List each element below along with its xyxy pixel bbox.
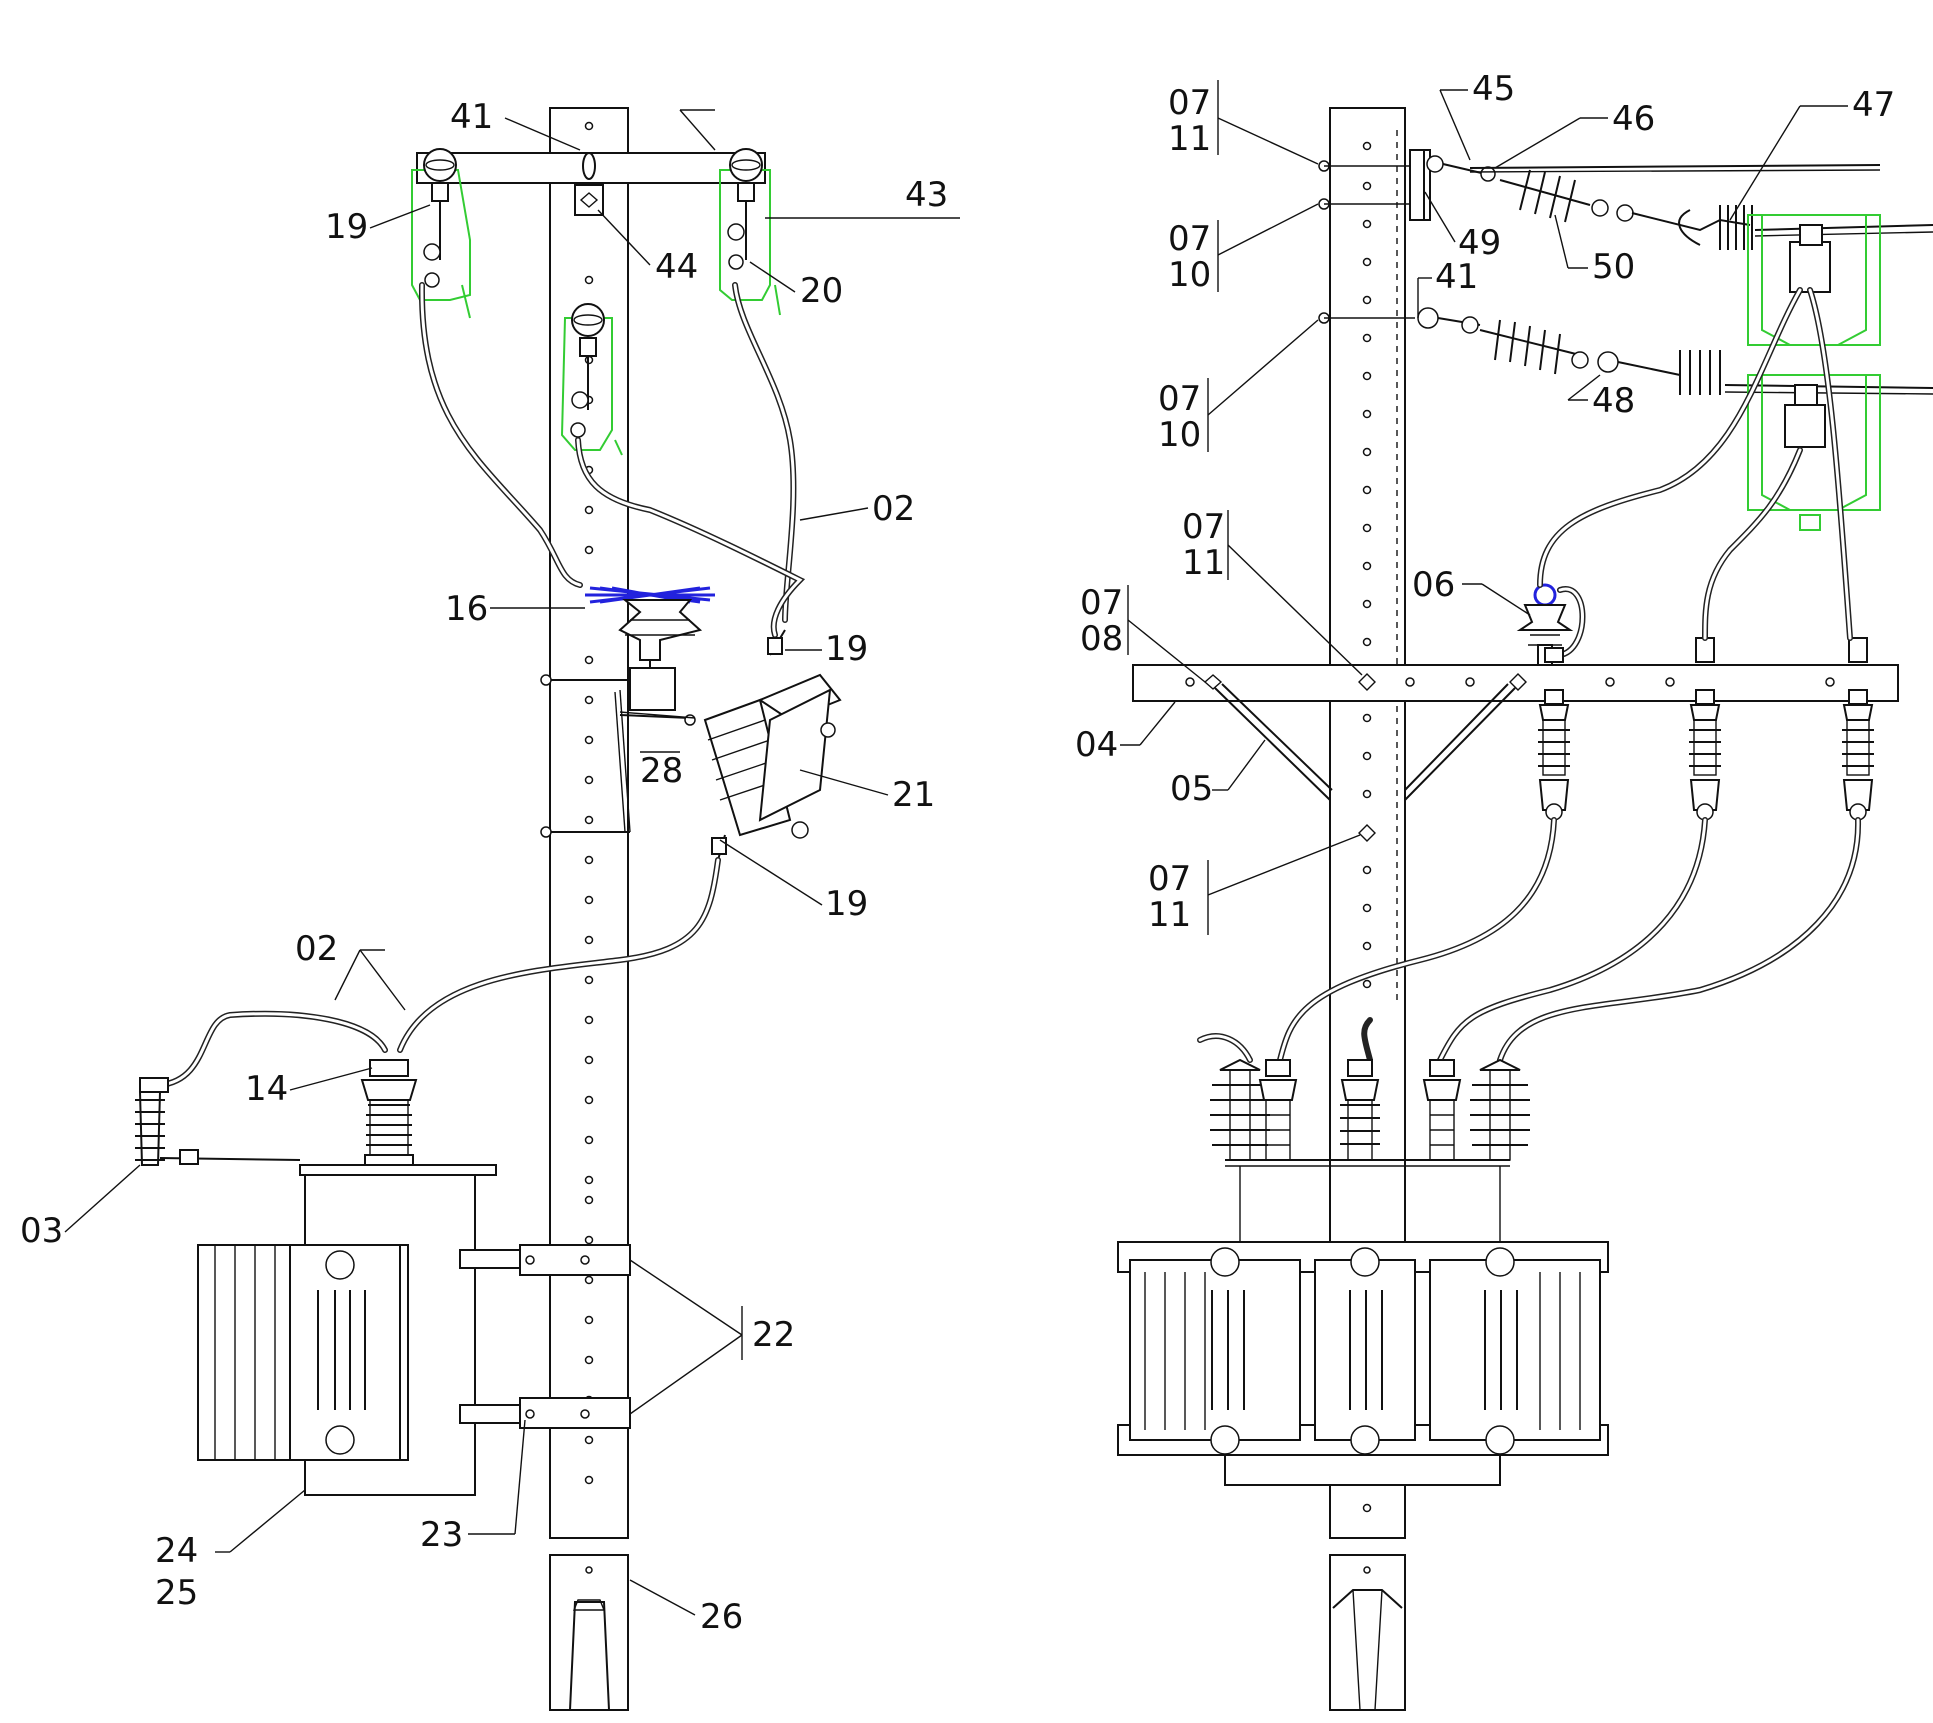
label-28: 28 [640,751,683,791]
right-green-clamp-upper [1747,214,1881,346]
right-callouts: 07 11 45 46 47 07 10 49 50 41 07 10 48 0… [1075,69,1895,935]
left-pin-insulator [585,586,715,670]
label-11-c: 11 [1148,895,1191,935]
right-strain-insulator-lower [1417,307,1933,395]
left-view [135,107,842,1711]
label-49: 49 [1458,223,1501,263]
label-07-d: 07 [1182,507,1225,547]
label-26: 26 [700,1597,743,1637]
label-10-a: 10 [1168,255,1211,295]
label-07-c: 07 [1158,379,1201,419]
label-02-low: 02 [295,929,338,969]
left-cable-to-transformer [157,857,721,1088]
label-46: 46 [1612,99,1655,139]
label-19-low: 19 [825,884,868,924]
left-fuse-cutout-3 [560,303,623,456]
right-transformer-body [1117,1241,1609,1486]
right-pole-footing [1329,1554,1406,1711]
label-14: 14 [245,1069,288,1109]
right-strain-insulator-upper [1426,155,1933,250]
right-pole-hardware [1318,149,1431,324]
right-cutout-3 [1842,637,1874,821]
label-50: 50 [1592,247,1635,287]
label-20: 20 [800,271,843,311]
left-top-crossarm [416,109,766,216]
left-pole-footing [549,1554,629,1711]
right-cutout-1 [1538,647,1570,821]
right-view [1117,107,1933,1711]
label-44: 44 [655,247,698,287]
label-04: 04 [1075,725,1118,765]
label-07-e: 07 [1080,583,1123,623]
left-drop-cables [418,282,806,638]
label-11-a: 11 [1168,119,1211,159]
label-07-f: 07 [1148,859,1191,899]
left-bracket-28 [540,667,696,838]
label-07-b: 07 [1168,219,1211,259]
label-11-b: 11 [1182,543,1225,583]
label-45: 45 [1472,69,1515,109]
right-pole-holes [1362,141,1372,1513]
right-down-cables [1197,817,1862,1063]
right-crossarm [1132,664,1899,842]
right-transformer-top-equipment [1210,1058,1530,1245]
label-47: 47 [1852,85,1895,125]
label-06: 06 [1412,565,1455,605]
label-19-top: 19 [325,207,368,247]
left-dropout-fuse-21 [703,629,842,861]
label-10-b: 10 [1158,415,1201,455]
label-08: 08 [1080,619,1123,659]
label-19-mid: 19 [825,629,868,669]
label-43: 43 [905,175,948,215]
label-25: 25 [155,1573,198,1613]
left-fuse-cutout-1 [411,148,471,319]
left-transformer-tank [197,1164,497,1496]
label-07-a: 07 [1168,83,1211,123]
label-16: 16 [445,589,488,629]
left-callouts: 41 19 44 43 20 02 16 19 28 21 19 02 14 0… [20,97,960,1637]
right-post-insulator-06 [1516,583,1586,666]
label-22: 22 [752,1315,795,1355]
label-03: 03 [20,1211,63,1251]
label-02-top: 02 [872,489,915,529]
label-41-left: 41 [450,97,493,137]
label-23: 23 [420,1515,463,1555]
left-hv-bushing-14 [360,1059,418,1166]
label-05: 05 [1170,769,1213,809]
left-lightning-arrester-03 [135,1077,301,1166]
right-jumper-cables [1537,287,1853,641]
label-41-right: 41 [1435,257,1478,297]
right-green-clamp-lower [1747,374,1881,531]
label-48: 48 [1592,381,1635,421]
left-fuse-cutout-2 [719,148,781,316]
label-24: 24 [155,1531,198,1571]
label-21: 21 [892,775,935,815]
right-cutout-2 [1689,637,1721,821]
